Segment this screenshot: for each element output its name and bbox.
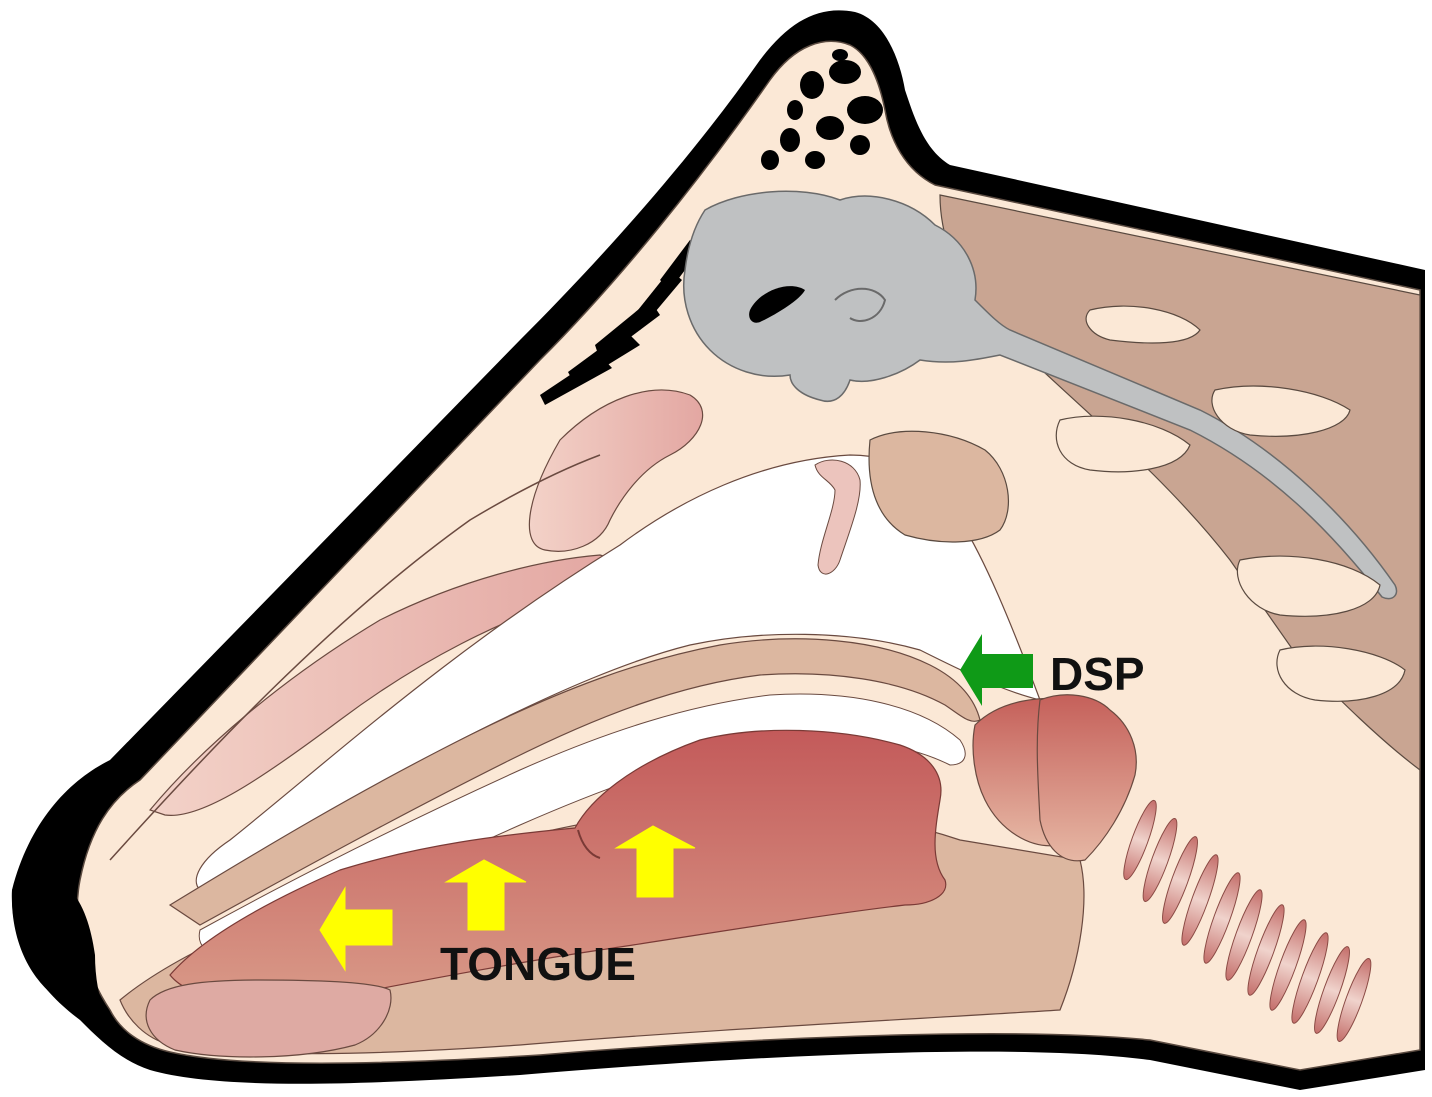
- dsp-label: DSP: [1050, 648, 1145, 700]
- tongue-tip: [146, 980, 391, 1057]
- tongue-label: TONGUE: [440, 938, 636, 990]
